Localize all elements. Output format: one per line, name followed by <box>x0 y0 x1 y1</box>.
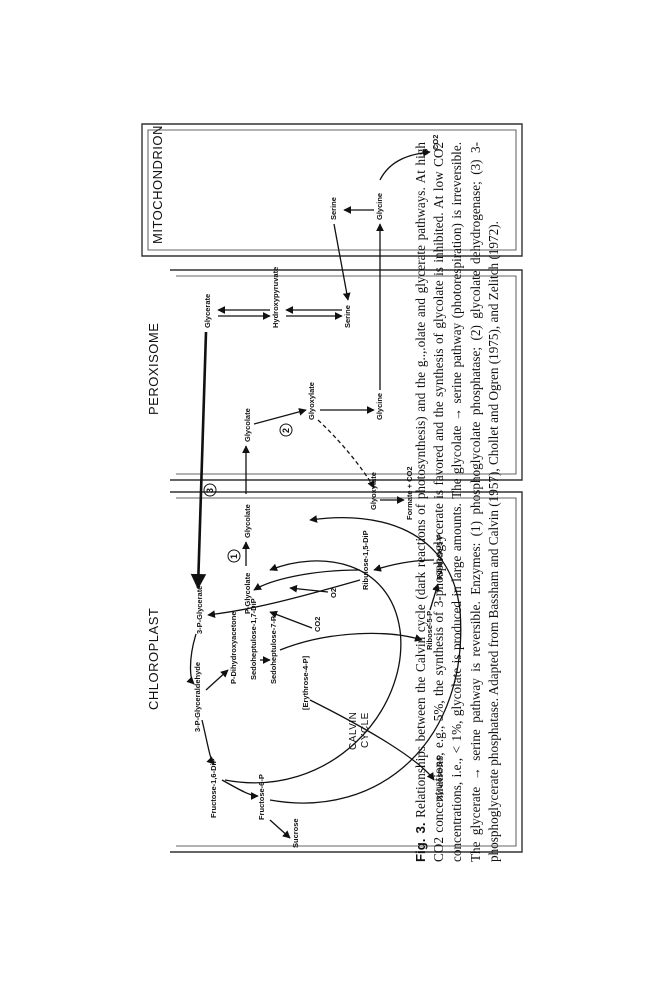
calvin-cycle-arrows <box>186 515 462 839</box>
enzyme-3-label: 3 <box>205 488 215 493</box>
arrow-o2-in <box>289 584 329 593</box>
arrow-fdp-to-f6p <box>221 779 259 800</box>
mitochondrion-title: MITOCHONDRION <box>150 125 165 244</box>
erythrose-4p-label: [Erythrose-4-P] <box>301 655 310 710</box>
dihydroxyacetone-label: P-Dihydroxyacetone <box>229 611 238 684</box>
peroxisome-inner <box>176 275 517 475</box>
glycerate-3p-label: 3-P-Glycerate <box>195 586 204 634</box>
serine-mit-label: Serine <box>329 197 338 220</box>
enzyme-1-label: 1 <box>229 554 239 559</box>
sedoheptulose-17dip-label: Sedoheptulose-1,7-DiP <box>249 598 258 680</box>
arrow-rudp-to-pga <box>207 579 361 619</box>
arrow-e4p-xylulose <box>309 699 435 781</box>
co2-out-label: CO2 <box>431 135 440 150</box>
arrow-fructose-to-sucrose <box>269 819 291 839</box>
caption-text: Relationships between the Calvin cycle (… <box>413 142 501 862</box>
mitochondrion-frame <box>141 123 523 257</box>
peroxisome-frame <box>170 269 523 481</box>
arrow-ru5p-to-rudp <box>373 559 435 572</box>
glycine-mit-label: Glycine <box>375 193 384 220</box>
glycolate-per-label: Glycolate <box>243 408 252 442</box>
calvin-label-1: CALVIN <box>348 712 359 750</box>
mitochondrion-inner <box>147 129 517 251</box>
arrow-glyoxylate-to-chl <box>317 419 375 489</box>
o2-in-label: O2 <box>329 588 338 598</box>
glycerate-per-label: Glycerate <box>203 294 212 328</box>
metabolite-labels: Sucrose Fructose-6-P Fructose-1,6-DiP 3-… <box>193 135 444 848</box>
figure-caption: Fig. 3. Relationships between the Calvin… <box>412 142 503 862</box>
chloroplast-inner <box>176 497 517 847</box>
sedoheptulose-7p-label: Sedoheptulose-7-P <box>269 616 278 684</box>
serine-per-label: Serine <box>343 305 352 328</box>
glycolate-pathway-arrows <box>190 148 431 590</box>
p-glycolate-label: P-Glycolate <box>243 573 252 614</box>
enzyme-markers: 1 2 3 <box>203 423 293 563</box>
glyceraldehyde-3p-label: 3-P-Glyceraldehyde <box>193 662 202 732</box>
formate-co2-label: Formate + CO2 <box>405 466 414 520</box>
chloroplast-frame <box>170 491 523 853</box>
glyoxylate-per-label: Glyoxylate <box>307 382 316 420</box>
arrow-ga3p-to-fdp <box>201 719 215 765</box>
arrow-cycle-inner <box>224 560 402 784</box>
fructose-6p-label: Fructose-6-P <box>257 774 266 820</box>
ribose-5p-label: Ribose-5-P <box>425 611 434 650</box>
peroxisome-title: PEROXISOME <box>146 323 161 415</box>
arrow-s7p-to-r5p <box>279 632 423 651</box>
sucrose-label: Sucrose <box>291 818 300 848</box>
ribulose-15dip-label: Ribulose-1,5-DiP <box>361 530 370 590</box>
chloroplast-title: CHLOROPLAST <box>146 608 161 710</box>
pathway-diagram: CHLOROPLAST PEROXISOME MITOCHONDRION CAL… <box>130 120 530 860</box>
arrow-r5p-to-ru5p <box>429 583 440 611</box>
enzyme-2-label: 2 <box>281 428 291 433</box>
arrow-co2-in <box>269 610 313 629</box>
hydroxypyruvate-label: Hydroxypyruvate <box>271 267 280 328</box>
co2-in-label: CO2 <box>313 617 322 632</box>
glycolate-chl-label: Glycolate <box>243 504 252 538</box>
glyoxylate-chl-label: Glyoxylate <box>369 472 378 510</box>
arrow-serine-mit-to-per <box>333 223 351 301</box>
xylulose-5p-label: Xylulose-5-P <box>435 755 444 800</box>
glycine-per-label: Glycine <box>375 393 384 420</box>
caption-label: Fig. 3. <box>413 822 428 862</box>
arrow-pga-to-ga3p <box>186 633 197 685</box>
compartment-frames <box>141 123 523 853</box>
arrow-rudp-to-pglycolate <box>253 569 361 591</box>
arrow-glycolate-to-glyoxylate <box>253 408 307 425</box>
arrow-ga3p-to-dhap <box>205 669 229 691</box>
arrow-glycerate-to-pga <box>190 331 208 590</box>
fructose-16dip-label: Fructose-1,6-DiP <box>209 758 218 818</box>
arrow-cycle-outer <box>269 515 462 804</box>
arrow-glycine-mit-co2 <box>379 148 431 181</box>
